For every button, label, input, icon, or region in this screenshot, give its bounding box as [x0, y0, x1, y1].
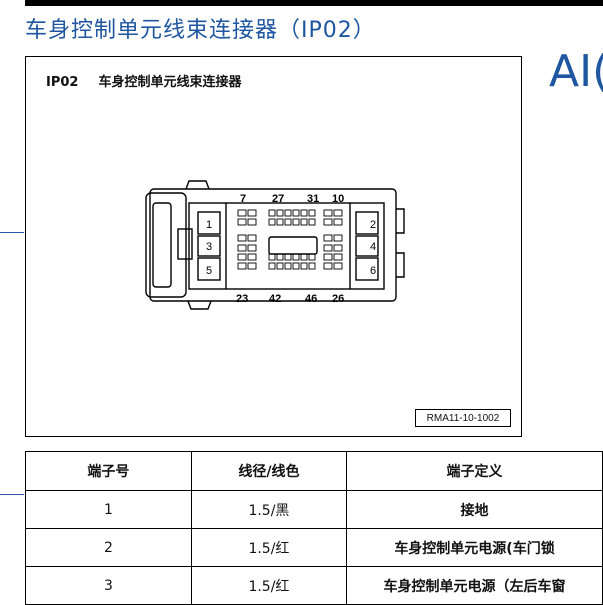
margin-tick — [0, 494, 24, 495]
cavity-label: 5 — [206, 265, 212, 277]
col-header-definition: 端子定义 — [346, 451, 603, 491]
margin-tick — [0, 232, 24, 233]
pin-label: 23 — [236, 293, 248, 305]
side-heading-fragment: AI( — [549, 46, 603, 97]
cell-pin: 1 — [25, 490, 192, 529]
pin-label: 27 — [272, 193, 284, 205]
figure-caption: IP02 车身控制单元线束连接器 — [46, 71, 241, 90]
cell-definition: 车身控制单元电源(车门锁 — [346, 528, 603, 567]
connector-id: IP02 — [46, 75, 79, 90]
cell-wire: 1.5/红 — [190, 528, 348, 567]
page-title: 车身控制单元线束连接器（IP02） — [25, 18, 376, 43]
figure-ref-code: RMA11-10-1002 — [415, 409, 511, 427]
top-rule — [25, 0, 603, 6]
cavity-label: 2 — [370, 219, 376, 231]
table-header-row: 端子号 线径/线色 端子定义 — [25, 451, 603, 491]
pin-grid — [237, 209, 343, 270]
cell-definition: 接地 — [346, 490, 603, 529]
cavity-label: 1 — [206, 219, 212, 231]
pin-definition-table: 端子号 线径/线色 端子定义 1 1.5/黑 接地 2 1.5/红 车身控制单元… — [25, 451, 603, 605]
connector-drawing: 7 27 31 10 23 42 46 26 1 2 3 4 5 6 — [145, 180, 405, 310]
pin-label: 46 — [305, 293, 317, 305]
cavity-label: 4 — [370, 241, 376, 253]
pin-label: 10 — [332, 193, 344, 205]
cell-pin: 2 — [25, 528, 192, 567]
pin-label: 31 — [307, 193, 319, 205]
connector-figure: IP02 车身控制单元线束连接器 — [25, 56, 522, 437]
table-row: 1 1.5/黑 接地 — [25, 490, 603, 529]
cell-wire: 1.5/黑 — [190, 490, 348, 529]
col-header-wire: 线径/线色 — [190, 451, 348, 491]
cavity-label: 6 — [370, 265, 376, 277]
connector-name: 车身控制单元线束连接器 — [98, 75, 242, 90]
cavity-label: 3 — [206, 241, 212, 253]
pin-label: 26 — [332, 293, 344, 305]
pin-label: 7 — [240, 193, 246, 205]
table-row: 2 1.5/红 车身控制单元电源(车门锁 — [25, 528, 603, 567]
col-header-pin: 端子号 — [25, 451, 192, 491]
pin-label: 42 — [269, 293, 281, 305]
